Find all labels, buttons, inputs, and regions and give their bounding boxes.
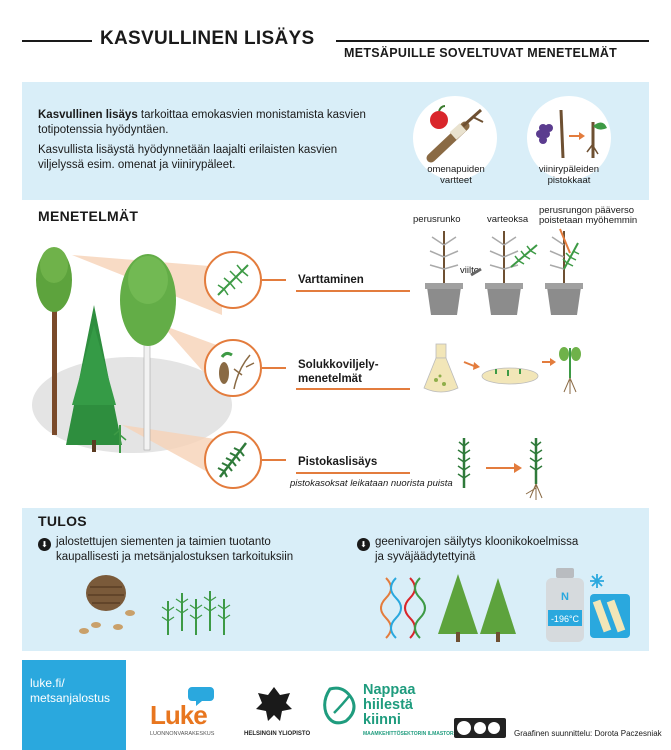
page-title: KASVULLINEN LISÄYS <box>100 28 315 49</box>
nappaa-line-3: kiinni <box>363 712 401 728</box>
luke-logo-icon <box>188 687 214 706</box>
results-heading: TULOS <box>38 513 87 529</box>
scion-branch-icon <box>217 264 249 296</box>
tissue-culture-illustration <box>423 343 581 394</box>
footer-link-panel[interactable] <box>22 660 126 750</box>
svg-text:N: N <box>561 591 569 603</box>
helsinki-university-label: HELSINGIN YLIOPISTO <box>244 731 311 737</box>
grafting-underline <box>296 290 410 292</box>
nappaa-subtitle: MAAMKEHITTÖSEKTORIN ILMASTORATKAISUT <box>363 731 479 737</box>
intro-definition-text: tarkoittaa emokasvien monistamista kasvi… <box>38 109 366 136</box>
download-arrow-icon: ⬇ <box>38 538 51 551</box>
cuttings-connector <box>262 459 286 461</box>
nappaa-line-2: hiilestä <box>363 697 413 713</box>
creative-commons-badge-icon <box>454 718 506 738</box>
cryo-tank-illustration: N -196°C <box>546 568 630 642</box>
grafting-label: Varttaminen <box>298 274 364 286</box>
methods-heading: MENETELMÄT <box>38 208 139 224</box>
grape-caption-1: viinirypäleiden <box>538 164 600 175</box>
seeds-and-seedlings-illustration <box>79 575 231 635</box>
grape-caption-2: pistokkaat <box>547 175 591 186</box>
tissue-label-1: Solukkoviljely- <box>298 359 379 371</box>
result-2-line-1: geenivarojen säilytys kloonikokoelmissa <box>375 536 579 548</box>
nappaa-line-1: Nappaa <box>363 682 416 698</box>
footer-link-line-1[interactable]: luke.fi/ <box>30 676 65 690</box>
footer-link[interactable]: luke.fi/ metsanjalostus <box>30 676 110 706</box>
cuttings-note: pistokasoksat leikataan nuorista puista <box>290 478 453 489</box>
result-1-line-1: jalostettujen siementen ja taimien tuota… <box>56 536 271 548</box>
apple-caption-2: vartteet <box>440 175 472 186</box>
luke-logo: Luke <box>150 700 208 730</box>
helsinki-university-logo-icon <box>256 687 292 721</box>
removed-label-1: perusrungon pääverso <box>539 205 635 216</box>
download-arrow-icon: ⬇ <box>357 538 370 551</box>
cuttings-label: Pistokaslisäys <box>298 456 378 468</box>
grafting-connector <box>262 279 286 281</box>
grape-cutting-icon <box>536 109 607 159</box>
result-1-line-2: kaupallisesti ja metsänjalostuksen tarko… <box>56 551 294 563</box>
title-rule-left <box>22 40 92 42</box>
grafting-illustration <box>425 228 583 315</box>
tissue-culture-circle <box>204 339 262 397</box>
removed-label-2: poistetaan myöhemmin <box>539 215 638 226</box>
svg-text:-196°C: -196°C <box>551 614 580 624</box>
apple-graft-icon <box>426 105 484 163</box>
spruce-twig-icon <box>217 442 247 478</box>
intro-definition: Kasvullinen lisäys tarkoittaa emokasvien… <box>38 108 368 138</box>
tissue-label-2: menetelmät <box>298 373 362 385</box>
intro-term: Kasvullinen lisäys <box>38 109 138 121</box>
results-panel <box>22 508 649 651</box>
apple-caption-1: omenapuiden <box>427 164 485 175</box>
nappaa-logo-icon <box>323 686 356 725</box>
rootstock-label: perusrunko <box>413 214 461 225</box>
intro-paragraph: Kasvullista lisäystä hyödynnetään laajal… <box>38 144 338 171</box>
title-rule-right <box>336 40 649 42</box>
luke-logo-subtitle: LUONNONVARAKESKUS <box>150 731 215 737</box>
design-credit: Graafinen suunnittelu: Dorota Paczesniak <box>514 729 662 738</box>
scion-label: varteoksa <box>487 214 529 225</box>
result-2-line-2: ja syväjäädytettyinä <box>375 551 476 563</box>
cuttings-illustration <box>457 438 543 500</box>
footer-link-line-2[interactable]: metsanjalostus <box>30 691 111 705</box>
tissue-connector <box>262 367 286 369</box>
cuttings-underline <box>296 472 410 474</box>
page-subtitle: METSÄPUILLE SOVELTUVAT MENETELMÄT <box>344 46 618 60</box>
dna-and-clones-illustration <box>380 574 516 642</box>
graft-cut-label: viilto <box>460 265 480 276</box>
forest-illustration <box>32 247 232 480</box>
tissue-underline <box>296 388 410 390</box>
cone-bud-icon <box>219 351 255 390</box>
nappaa-logo: Nappaa hiilestä kiinni <box>363 683 415 728</box>
